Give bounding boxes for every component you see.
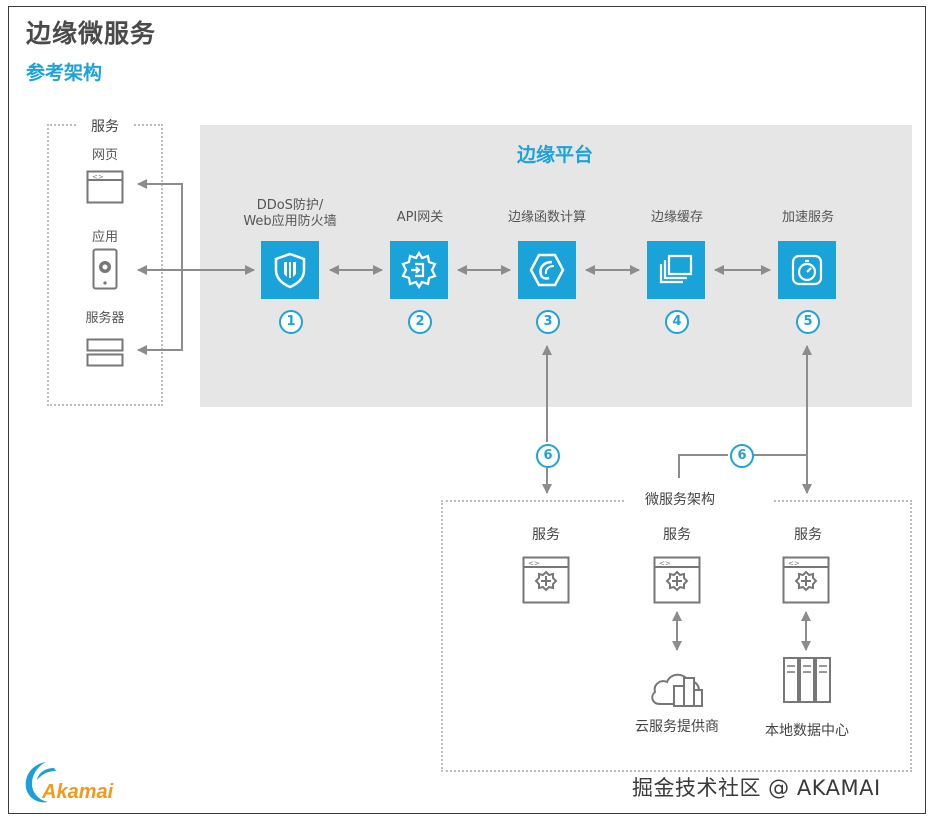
shield-icon <box>274 252 306 289</box>
service-label-2: 服务 <box>663 527 691 543</box>
watermark-text: 掘金技术社区 @ AKAMAI <box>632 776 881 800</box>
svg-text:<>: <> <box>92 173 104 181</box>
svg-text:<>: <> <box>528 560 540 568</box>
component-edge-cache <box>647 241 705 299</box>
step-badge-2: 2 <box>408 310 432 334</box>
client-label-web: 网页 <box>91 148 118 163</box>
svg-text:<>: <> <box>659 560 671 568</box>
client-label-app: 应用 <box>91 230 118 245</box>
service-window-icon: <> <box>522 556 570 604</box>
component-ddos-waf <box>261 241 319 299</box>
step-badge-4: 4 <box>665 310 689 334</box>
gateway-gear-icon <box>401 250 437 290</box>
component-api-gateway <box>390 241 448 299</box>
component-label-api-gateway: API网关 <box>396 210 444 225</box>
connector-badge-6-right: 6 <box>730 444 754 468</box>
browser-window-icon: <> <box>86 170 124 204</box>
service-window-icon: <> <box>653 556 701 604</box>
connector-badge-6-left: 6 <box>536 444 560 468</box>
stopwatch-icon <box>791 254 823 286</box>
edge-platform-title: 边缘平台 <box>516 144 593 166</box>
step-badge-5: 5 <box>796 310 820 334</box>
service-label-1: 服务 <box>532 527 560 543</box>
component-acceleration <box>778 241 836 299</box>
page-title: 边缘微服务 <box>26 19 157 48</box>
diagram-frame <box>8 6 926 814</box>
microservices-group-label: 微服务架构 <box>645 492 715 508</box>
component-label-edge-compute: 边缘函数计算 <box>507 210 586 225</box>
service-label-3: 服务 <box>794 527 822 543</box>
mobile-app-icon <box>92 248 118 290</box>
backend-label-datacenter: 本地数据中心 <box>765 723 849 739</box>
datacenter-racks-icon <box>783 657 831 703</box>
component-label-ddos: DDoS防护/ Web应用防火墙 <box>243 198 337 229</box>
client-label-server: 服务器 <box>85 311 125 326</box>
page-subtitle: 参考架构 <box>26 62 103 84</box>
hexagon-function-icon <box>529 253 565 287</box>
client-group-label: 服务 <box>91 119 119 135</box>
component-label-edge-cache: 边缘缓存 <box>650 210 703 225</box>
server-icon <box>86 338 124 367</box>
backend-label-cloud: 云服务提供商 <box>635 719 719 735</box>
step-badge-3: 3 <box>536 310 560 334</box>
step-badge-1: 1 <box>279 310 303 334</box>
svg-text:Akamai: Akamai <box>41 781 114 803</box>
svg-text:<>: <> <box>788 560 800 568</box>
cloud-provider-icon <box>651 673 703 707</box>
stacked-layers-icon <box>659 254 693 284</box>
component-label-acceleration: 加速服务 <box>781 210 834 225</box>
component-edge-compute <box>518 241 576 299</box>
service-window-icon: <> <box>782 556 830 604</box>
akamai-logo: Akamai <box>20 758 132 810</box>
